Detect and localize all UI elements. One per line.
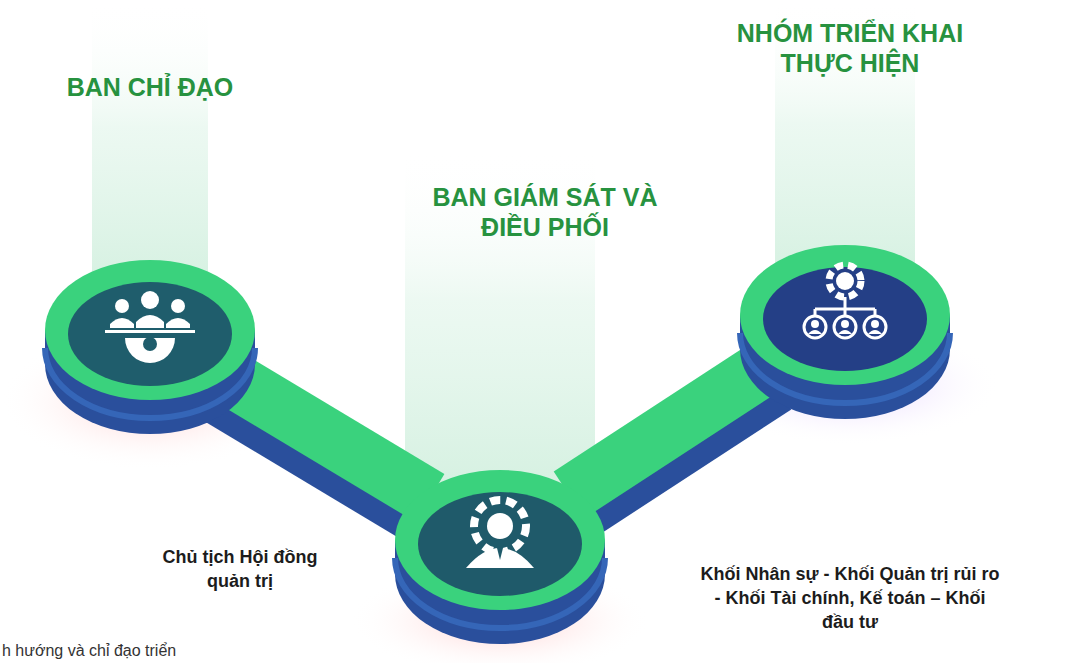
- stage-platform: BAN CHỈ ĐẠOChủ tịch Hội đồng quản trị: [80, 285, 220, 375]
- stage-heading: BAN GIÁM SÁT VÀ ĐIỀU PHỐI: [430, 182, 660, 242]
- platform-disk: [40, 258, 260, 438]
- icon: [105, 291, 195, 363]
- icon: [804, 265, 886, 338]
- stage-members: Chủ tịch Hội đồng quản trị: [140, 545, 340, 593]
- stage-platform: BAN GIÁM SÁT VÀ ĐIỀU PHỐI: [430, 495, 570, 585]
- stage-heading: NHÓM TRIỂN KHAI THỰC HIỆN: [730, 18, 970, 78]
- platform-disk: [735, 243, 955, 423]
- stage-heading: BAN CHỈ ĐẠO: [50, 72, 250, 102]
- connector-bar: [569, 360, 776, 521]
- stage-members: Khối Nhân sự - Khối Quản trị rủi ro - Kh…: [700, 562, 1000, 634]
- stage-platform: NHÓM TRIỂN KHAI THỰC HIỆNKhối Nhân sự - …: [775, 270, 915, 360]
- note-text: h hướng và chỉ đạo triển: [2, 641, 176, 661]
- connector-bar: [220, 372, 430, 524]
- icon: [466, 500, 534, 568]
- platform-disk: [390, 468, 610, 648]
